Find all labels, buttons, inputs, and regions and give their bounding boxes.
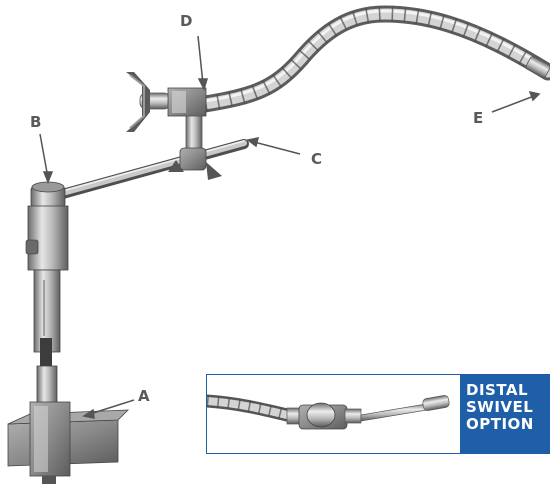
badge-line-2: SWIVEL (466, 398, 534, 416)
flexible-arm (196, 5, 550, 113)
clamp-d (126, 72, 207, 151)
badge-line-1: DISTAL (466, 381, 529, 399)
callout-arrows (39, 35, 541, 419)
distal-swivel-photo (207, 394, 450, 430)
callout-label-c: C (311, 150, 323, 168)
vertical-post (25, 181, 69, 407)
callout-label-e: E (473, 109, 484, 127)
lower-wing-nut (168, 147, 222, 180)
callout-label-b: B (30, 113, 42, 131)
badge-line-3: OPTION (466, 415, 534, 433)
callout-label-a: A (138, 387, 150, 405)
base-clamp (7, 401, 130, 484)
support-rod (43, 139, 249, 203)
distal-swivel-badge: DISTAL SWIVEL OPTION (460, 374, 550, 454)
callout-label-d: D (180, 12, 193, 30)
